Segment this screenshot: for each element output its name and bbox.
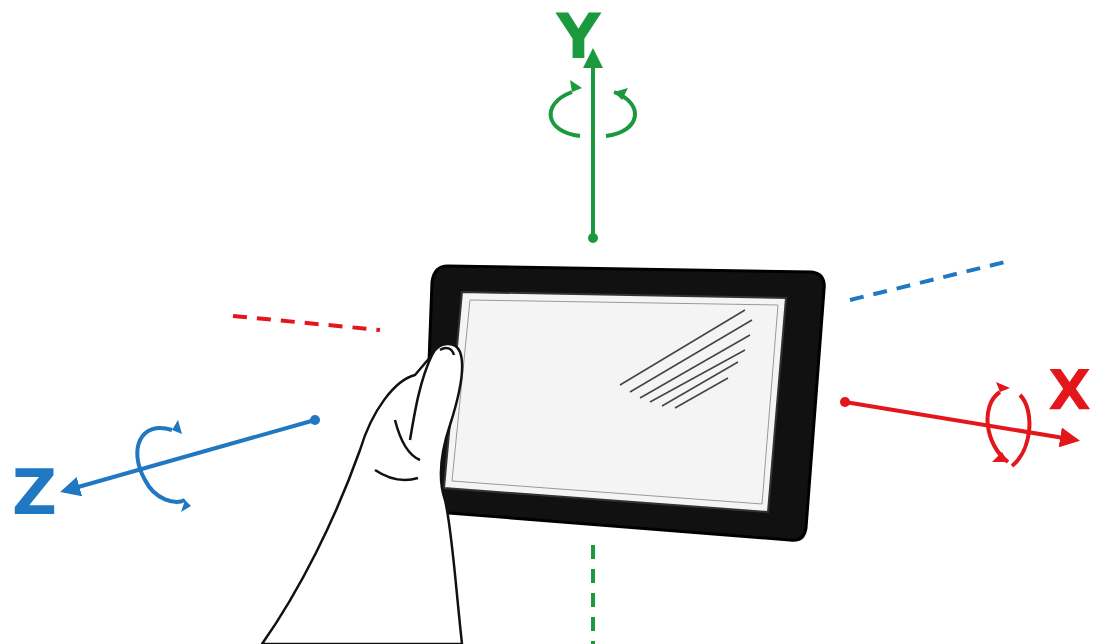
- x-axis: [840, 382, 1076, 466]
- y-axis-dashed: [591, 545, 595, 644]
- axis-label: X: [1048, 362, 1091, 418]
- z-axis-dashed: [850, 262, 1005, 300]
- tablet: [424, 266, 825, 540]
- axis-label: Z: [12, 462, 57, 524]
- y-axis: [551, 52, 635, 243]
- x-axis-dashed: [233, 316, 380, 330]
- z-axis: [64, 415, 320, 512]
- axis-label: Y: [556, 6, 601, 68]
- hand: [262, 344, 462, 644]
